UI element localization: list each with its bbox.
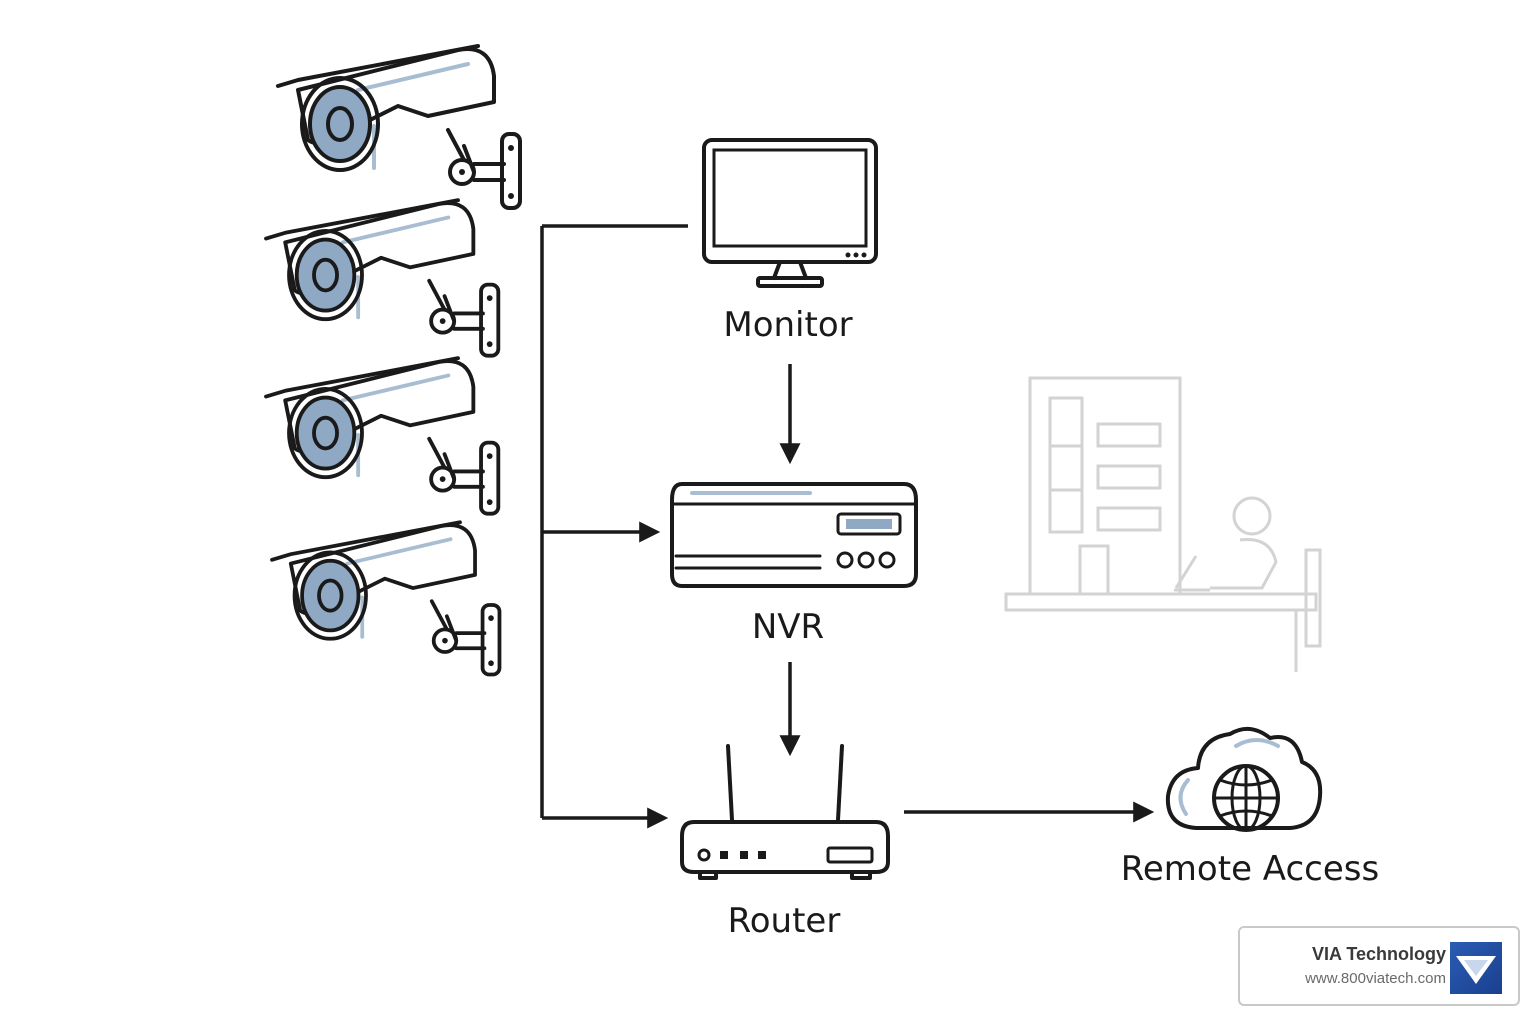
router-icon bbox=[680, 744, 890, 880]
camera-2 bbox=[264, 198, 501, 358]
brand-name: VIA Technology bbox=[1311, 944, 1446, 964]
brand-url[interactable]: www.800viatech.com bbox=[1305, 970, 1446, 987]
camera-4 bbox=[270, 520, 502, 677]
monitor-icon bbox=[702, 138, 878, 288]
brand-logo-icon bbox=[1450, 942, 1502, 994]
camera-1 bbox=[276, 44, 522, 210]
monitor-label: Monitor bbox=[723, 305, 852, 345]
cloud-globe-icon bbox=[1165, 726, 1323, 832]
nvr-label: NVR bbox=[752, 607, 824, 647]
office-background-illustration bbox=[1004, 376, 1322, 672]
camera-3 bbox=[264, 356, 501, 516]
connections bbox=[540, 224, 1155, 829]
router-label: Router bbox=[728, 901, 841, 941]
remote-access-label: Remote Access bbox=[1121, 849, 1379, 889]
nvr-icon bbox=[670, 482, 918, 588]
brand-card[interactable]: VIA Technology www.800viatech.com bbox=[1238, 926, 1520, 1006]
